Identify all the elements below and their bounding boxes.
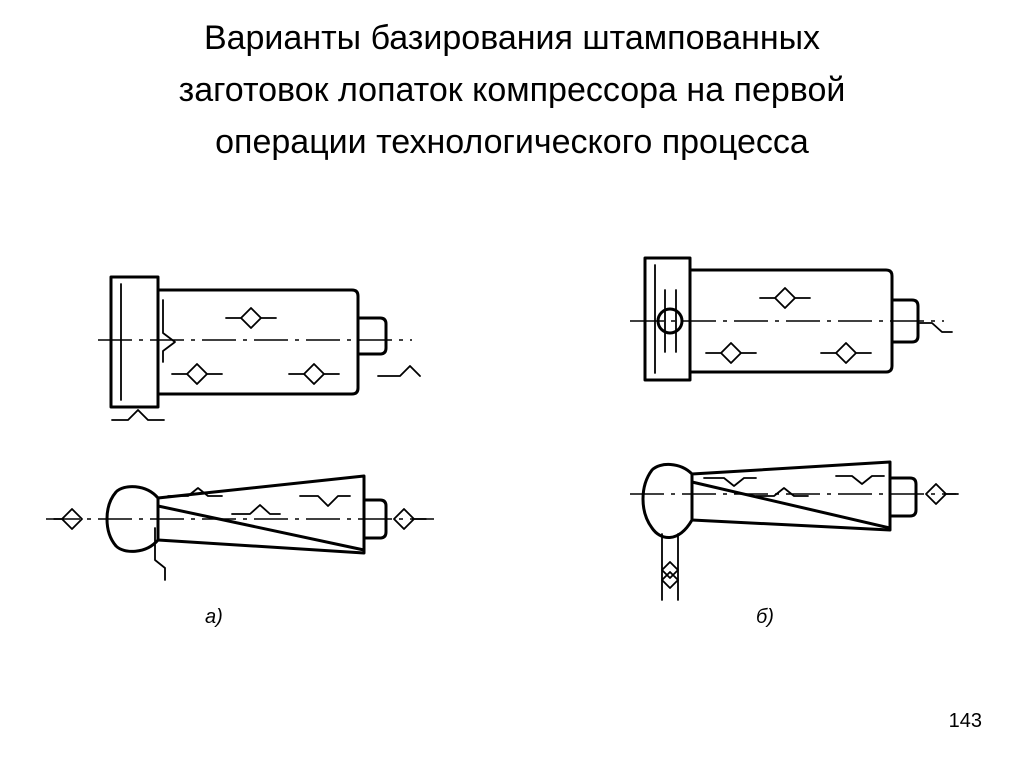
- centering-symbol-left: [53, 508, 83, 530]
- variant-b-top-view: [630, 256, 953, 382]
- support-symbol-end: [377, 365, 421, 377]
- title-line-2: заготовок лопаток компрессора на первой: [178, 71, 846, 109]
- title-line-1: Варианты базирования штампованных: [203, 19, 821, 57]
- support-symbol-side: [162, 299, 176, 363]
- blade-root-lock: [641, 463, 694, 539]
- blade-end-pin: [888, 476, 918, 518]
- caption-variant-a: а): [205, 606, 223, 628]
- support-symbol-3: [835, 475, 885, 485]
- locating-hole: [656, 307, 684, 335]
- clamp-symbol-2: [705, 342, 757, 364]
- support-symbol-bottom: [111, 409, 165, 421]
- blade-end-pin: [362, 498, 388, 540]
- slide-title: Варианты базирования штампованных загото…: [0, 12, 1024, 168]
- support-symbol-end: [919, 322, 953, 333]
- support-symbol-2: [231, 504, 281, 515]
- variant-b-front-view: [630, 460, 959, 601]
- blade-airfoil: [690, 460, 892, 532]
- blank-end-pin: [356, 316, 388, 356]
- support-symbol-bottom: [154, 527, 166, 581]
- blade-root-lock: [105, 485, 160, 553]
- clamp-symbol-1: [759, 287, 811, 309]
- airfoil-edge-line: [156, 504, 366, 552]
- vertical-support-lines: [661, 533, 679, 601]
- clamp-symbol-vertical: [661, 561, 679, 589]
- clamp-symbol-3: [820, 342, 872, 364]
- blade-root-flange: [643, 256, 692, 382]
- variant-a-top-view: [98, 275, 421, 421]
- page-number: 143: [948, 710, 982, 732]
- caption-variant-b: б): [756, 606, 774, 628]
- centering-symbol-right: [925, 483, 959, 505]
- support-symbol-2: [755, 487, 809, 497]
- support-symbol-3: [299, 495, 351, 507]
- blade-root-flange: [109, 275, 160, 409]
- variant-a-front-view: [46, 474, 434, 581]
- title-line-3: операции технологического процесса: [215, 123, 809, 161]
- airfoil-edge-line: [690, 480, 892, 530]
- centering-symbol-right: [393, 508, 427, 530]
- clamp-symbol-1: [225, 307, 277, 329]
- blade-airfoil: [156, 474, 366, 555]
- blank-body: [156, 288, 360, 396]
- clamp-symbol-2: [171, 363, 223, 385]
- support-symbol-1: [167, 487, 223, 497]
- support-symbol-1: [703, 477, 757, 487]
- clamp-symbol-3: [288, 363, 340, 385]
